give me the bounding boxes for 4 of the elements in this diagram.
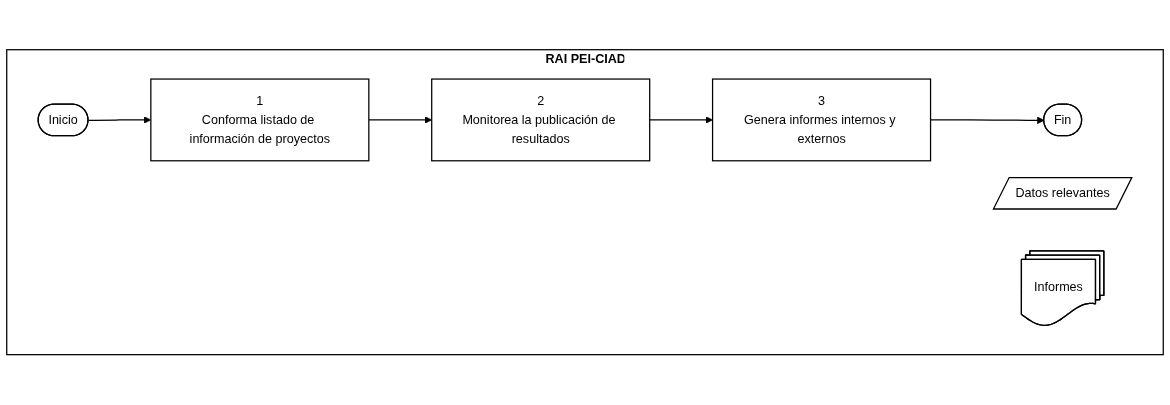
node-box: 2 Monitorea la publicación de resultados	[431, 78, 651, 162]
node-box: 3 Genera informes internos y externos	[711, 78, 932, 162]
node-box: 1 Conforma listado de información de proyectos	[150, 78, 370, 162]
arrow	[649, 116, 713, 124]
